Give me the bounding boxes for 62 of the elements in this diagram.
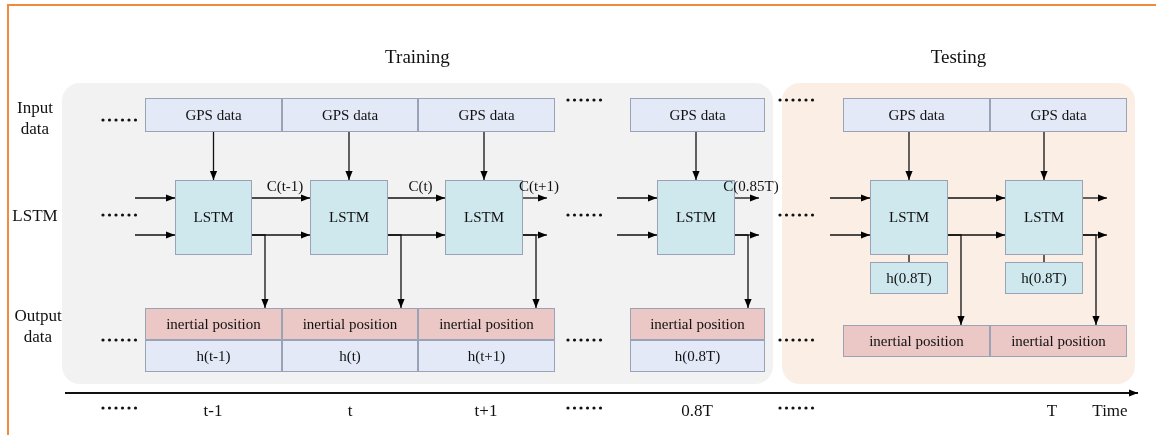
output-box: inertial position: [418, 308, 555, 340]
output-box: GPS data: [843, 98, 990, 132]
row-label: LSTM: [11, 205, 59, 227]
output-box: inertial position: [990, 325, 1127, 357]
arrow: [734, 234, 752, 309]
output-box: inertial position: [843, 325, 990, 357]
time-label: t: [347, 400, 353, 422]
arrow: [734, 194, 760, 202]
output-box: h(0.8T): [630, 340, 765, 372]
arrow: [1082, 194, 1108, 202]
input-box: GPS data: [418, 98, 555, 132]
connector-line: [1043, 254, 1045, 263]
time-label: t+1: [474, 400, 498, 422]
group-title: Testing: [930, 46, 987, 68]
row-label: Output data: [13, 305, 63, 348]
lstm-cell: LSTM: [310, 180, 388, 255]
arrow: [947, 194, 1006, 202]
output-box: h(0.8T): [1005, 262, 1083, 294]
output-box: h(t-1): [145, 340, 282, 372]
arrow: [905, 131, 913, 181]
output-box: h(0.8T): [870, 262, 948, 294]
output-box: inertial position: [282, 308, 418, 340]
edge-label: C(t): [408, 179, 433, 194]
output-box: h(t+1): [418, 340, 555, 372]
arrow: [829, 231, 871, 239]
arrow: [947, 234, 965, 326]
lstm-cell: LSTM: [175, 180, 252, 255]
arrow: [134, 194, 176, 202]
input-box: GPS data: [282, 98, 418, 132]
edge-label: C(0.85T): [723, 179, 779, 194]
arrow: [345, 131, 353, 181]
output-box: LSTM: [1005, 180, 1083, 255]
connector-line: [908, 254, 910, 263]
input-box: GPS data: [630, 98, 765, 132]
edge-label: C(t-1): [266, 179, 304, 194]
arrow: [480, 131, 488, 181]
time-label: 0.8T: [681, 400, 713, 422]
row-label: Input data: [16, 97, 54, 140]
output-box: inertial position: [145, 308, 282, 340]
arrow: [616, 194, 658, 202]
arrow: [522, 194, 548, 202]
output-box: inertial position: [630, 308, 765, 340]
arrow: [522, 234, 540, 309]
arrow: [387, 234, 405, 309]
output-box: LSTM: [870, 180, 948, 255]
arrow: [616, 231, 658, 239]
arrow: [134, 231, 176, 239]
time-label: t-1: [203, 400, 223, 422]
arrow: [251, 194, 311, 202]
arrow: [692, 131, 700, 181]
arrow: [209, 131, 218, 181]
output-box: h(t): [282, 340, 418, 372]
output-box: GPS data: [990, 98, 1127, 132]
time-label: Time: [1092, 400, 1128, 422]
arrow: [1040, 131, 1048, 181]
arrow: [251, 234, 269, 309]
arrow: [829, 194, 871, 202]
group-title: Training: [385, 46, 450, 68]
input-box: GPS data: [145, 98, 282, 132]
arrow: [1082, 234, 1100, 326]
arrow: [387, 194, 446, 202]
time-label: T: [1046, 400, 1058, 422]
